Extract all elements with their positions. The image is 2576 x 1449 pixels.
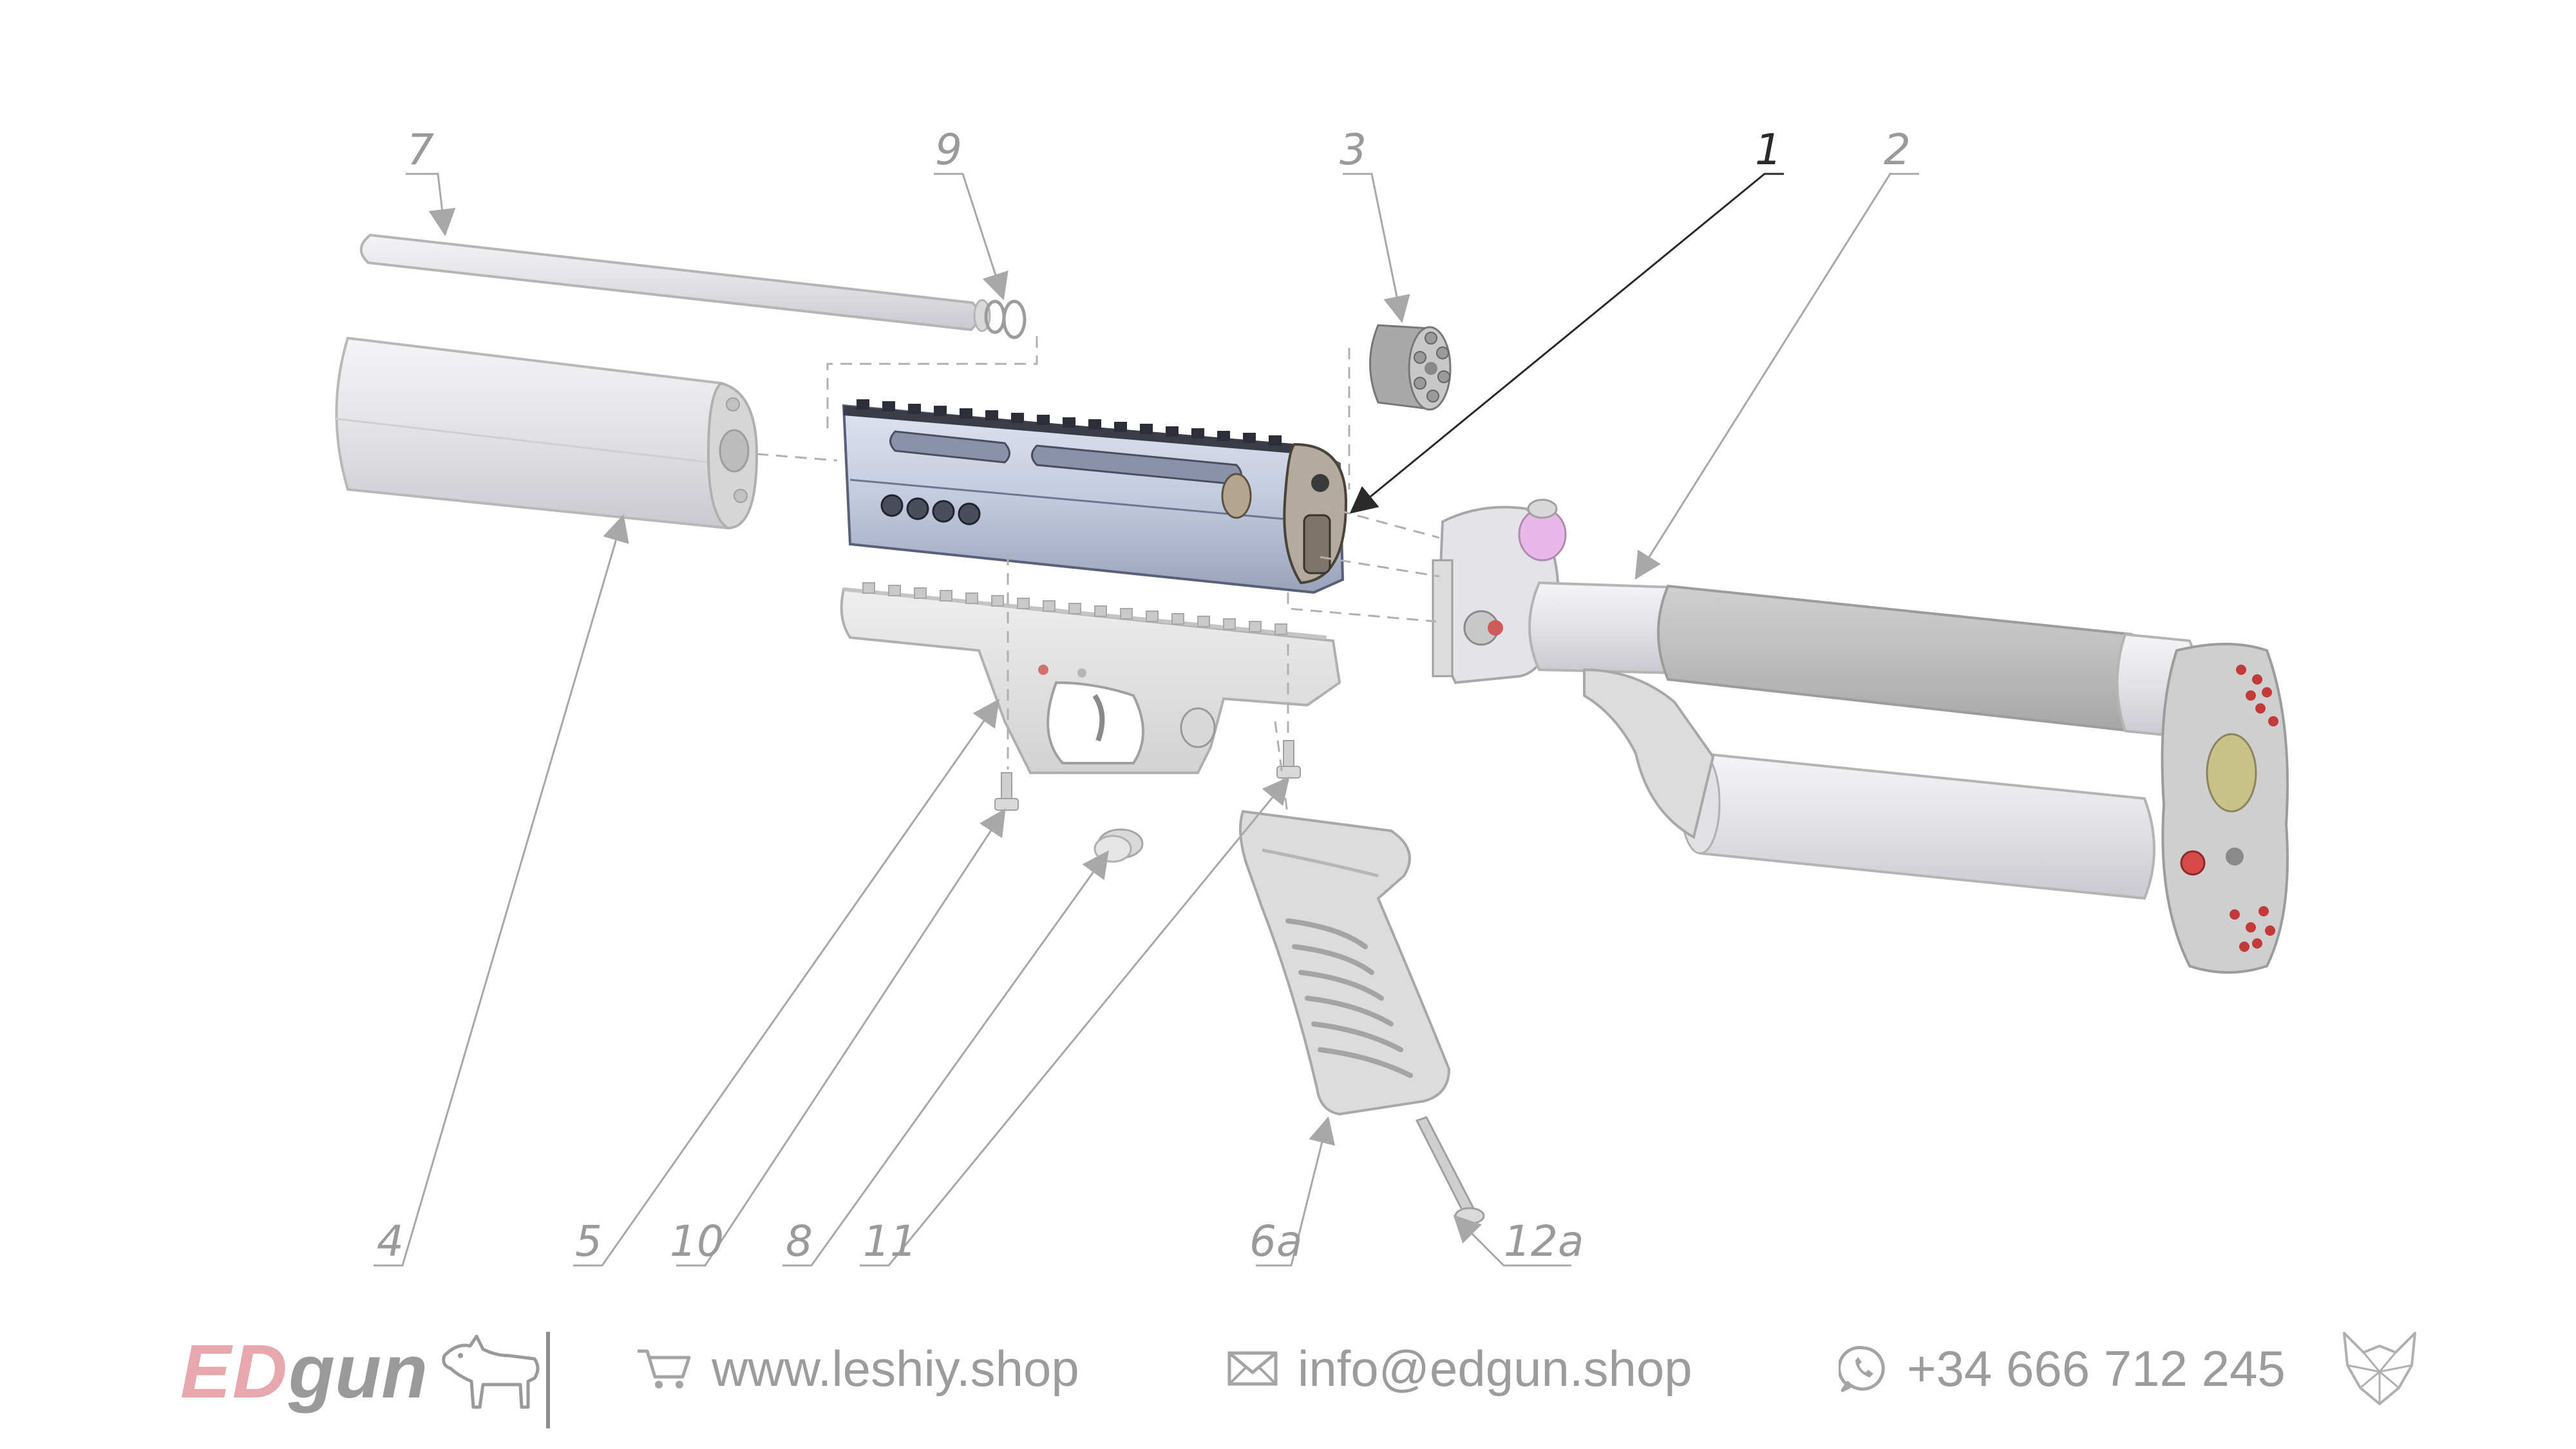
phone-number[interactable]: +34 666 712 245 [1907, 1340, 2286, 1397]
callout-8: 8 [786, 1217, 813, 1266]
shop-link[interactable]: www.leshiy.shop [634, 1340, 1079, 1397]
callout-4: 4 [377, 1217, 404, 1266]
wolf-head-icon [2343, 1332, 2416, 1405]
part-2-stock-assembly [1432, 498, 2289, 974]
part-10-screw [994, 772, 1019, 811]
callout-10: 10 [670, 1217, 724, 1266]
callout-3: 3 [1340, 125, 1367, 175]
callout-labels: 7 9 3 1 2 4 5 10 8 11 6a 12a [377, 125, 1911, 1266]
email-link[interactable]: info@edgun.shop [1227, 1340, 1692, 1397]
part-4-shroud [334, 336, 759, 530]
dog-icon [442, 1334, 540, 1409]
leader-lines [374, 173, 1919, 1267]
whatsapp-icon [1839, 1346, 1885, 1392]
part-8-plug [1094, 828, 1144, 863]
part-9-o-ring [984, 299, 1027, 339]
part-7-rod [359, 233, 991, 332]
email-address[interactable]: info@edgun.shop [1298, 1340, 1692, 1397]
brand-suffix: gun [288, 1329, 428, 1414]
cart-icon [638, 1349, 691, 1388]
footer-divider [546, 1332, 550, 1428]
brand-logo: ED gun [180, 1327, 547, 1417]
callout-6a: 6a [1249, 1217, 1302, 1266]
part-11-screw [1276, 740, 1301, 779]
shop-url[interactable]: www.leshiy.shop [712, 1340, 1079, 1397]
part-6a-grip [1239, 810, 1451, 1116]
part-1-action [842, 399, 1348, 594]
footer-bar: ED gun www.leshiy.shop info@edgun.shop +… [0, 1301, 2576, 1449]
assembly-guide-lines [756, 328, 1440, 819]
callout-5: 5 [575, 1217, 602, 1266]
part-3-magazine [1369, 324, 1452, 411]
part-12a-screw [1415, 1116, 1485, 1225]
callout-9: 9 [935, 125, 962, 175]
part-5-frame [840, 582, 1341, 774]
phone-link[interactable]: +34 666 712 245 [1839, 1340, 2286, 1397]
callout-12a: 12a [1504, 1217, 1584, 1266]
brand-prefix: ED [180, 1329, 289, 1414]
callout-7: 7 [407, 125, 434, 175]
callout-1: 1 [1755, 125, 1782, 175]
callout-2: 2 [1884, 125, 1911, 175]
callout-11: 11 [863, 1217, 917, 1266]
envelope-icon [1227, 1351, 1278, 1386]
